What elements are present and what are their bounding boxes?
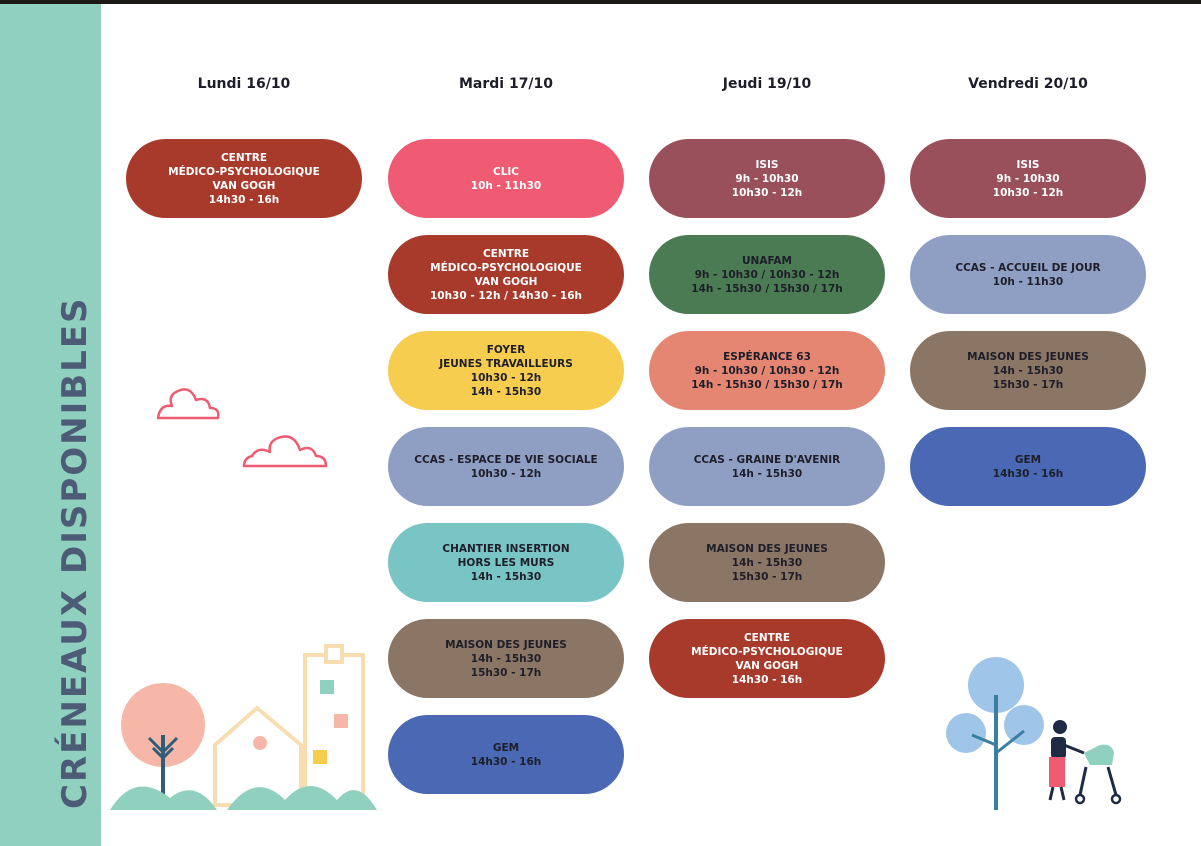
slot-line: 10h30 - 12h bbox=[470, 371, 542, 384]
slot-title: CLIC bbox=[492, 165, 519, 178]
slot-line: MÉDICO-PSYCHOLOGIQUE bbox=[430, 261, 582, 274]
slot-line: JEUNES TRAVAILLEURS bbox=[439, 357, 573, 370]
slot-title: MAISON DES JEUNES bbox=[706, 542, 828, 555]
slot-title: CCAS - ESPACE DE VIE SOCIALE bbox=[414, 453, 598, 466]
slot-line: 9h - 10h30 bbox=[735, 172, 799, 185]
day-header-mardi: Mardi 17/10 bbox=[458, 76, 554, 92]
slot-line: 15h30 - 17h bbox=[992, 378, 1064, 391]
side-title: CRÉNEAUX DISPONIBLES bbox=[55, 296, 95, 809]
slot-line: 14h30 - 16h bbox=[992, 467, 1064, 480]
slot-line: 9h - 10h30 / 10h30 - 12h bbox=[694, 268, 840, 281]
slot-title: CENTRE bbox=[220, 151, 268, 164]
slot-line: 9h - 10h30 / 10h30 - 12h bbox=[694, 364, 840, 377]
slot-line: 10h30 - 12h bbox=[731, 186, 803, 199]
slot-line: 14h - 15h30 bbox=[470, 570, 542, 583]
slot-line: 10h30 - 12h bbox=[992, 186, 1064, 199]
slot-line: 15h30 - 17h bbox=[470, 666, 542, 679]
sidebar-band: CRÉNEAUX DISPONIBLES bbox=[0, 4, 101, 846]
slot-title: MAISON DES JEUNES bbox=[967, 350, 1089, 363]
slot-title: CENTRE bbox=[743, 631, 791, 644]
slot-line: 10h - 11h30 bbox=[992, 275, 1064, 288]
slot-title: CENTRE bbox=[482, 247, 530, 260]
slot-line: 10h30 - 12h bbox=[470, 467, 542, 480]
slot-line: 14h - 15h30 bbox=[470, 652, 542, 665]
day-header-jeudi: Jeudi 19/10 bbox=[722, 76, 812, 92]
day-header-lundi: Lundi 16/10 bbox=[197, 76, 291, 92]
cloud-icon bbox=[156, 388, 220, 420]
slot-title: FOYER bbox=[486, 343, 526, 356]
slot-line: VAN GOGH bbox=[474, 275, 538, 288]
slot-title: GEM bbox=[492, 741, 520, 754]
slot-line: 14h - 15h30 / 15h30 / 17h bbox=[691, 282, 843, 295]
slot-line: MÉDICO-PSYCHOLOGIQUE bbox=[691, 645, 843, 658]
slot-title: ESPÉRANCE 63 bbox=[723, 350, 811, 363]
top-border bbox=[0, 0, 1201, 4]
slot-title: ISIS bbox=[1016, 158, 1040, 171]
slot-title: MAISON DES JEUNES bbox=[445, 638, 567, 651]
slot-line: 10h30 - 12h / 14h30 - 16h bbox=[429, 289, 583, 302]
slot-line: 15h30 - 17h bbox=[731, 570, 803, 583]
slot-line: 14h - 15h30 / 15h30 / 17h bbox=[691, 378, 843, 391]
slot-line: 14h30 - 16h bbox=[470, 755, 542, 768]
slot-line: 10h - 11h30 bbox=[470, 179, 542, 192]
slot-line: VAN GOGH bbox=[212, 179, 276, 192]
slot-line: 14h30 - 16h bbox=[208, 193, 280, 206]
family-illustration bbox=[946, 657, 1122, 810]
slot-line: MÉDICO-PSYCHOLOGIQUE bbox=[168, 165, 320, 178]
slot-title: ISIS bbox=[755, 158, 779, 171]
slot-title: CCAS - GRAINE D'AVENIR bbox=[693, 453, 841, 466]
slot-line: 14h30 - 16h bbox=[731, 673, 803, 686]
slot-title: GEM bbox=[1014, 453, 1042, 466]
cloud-icon bbox=[242, 435, 328, 468]
slot-line: 14h - 15h30 bbox=[731, 556, 803, 569]
slot-line: 14h - 15h30 bbox=[992, 364, 1064, 377]
slot-line: VAN GOGH bbox=[735, 659, 799, 672]
town-illustration bbox=[110, 644, 377, 810]
slot-title: CHANTIER INSERTION bbox=[442, 542, 570, 555]
slot-line: 14h - 15h30 bbox=[470, 385, 542, 398]
day-header-vendredi: Vendredi 20/10 bbox=[968, 76, 1088, 92]
slot-title: UNAFAM bbox=[742, 254, 792, 267]
slot-title: CCAS - ACCUEIL DE JOUR bbox=[955, 261, 1101, 274]
slot-line: 14h - 15h30 bbox=[731, 467, 803, 480]
slot-line: HORS LES MURS bbox=[457, 556, 555, 569]
slot-line: 9h - 10h30 bbox=[996, 172, 1060, 185]
